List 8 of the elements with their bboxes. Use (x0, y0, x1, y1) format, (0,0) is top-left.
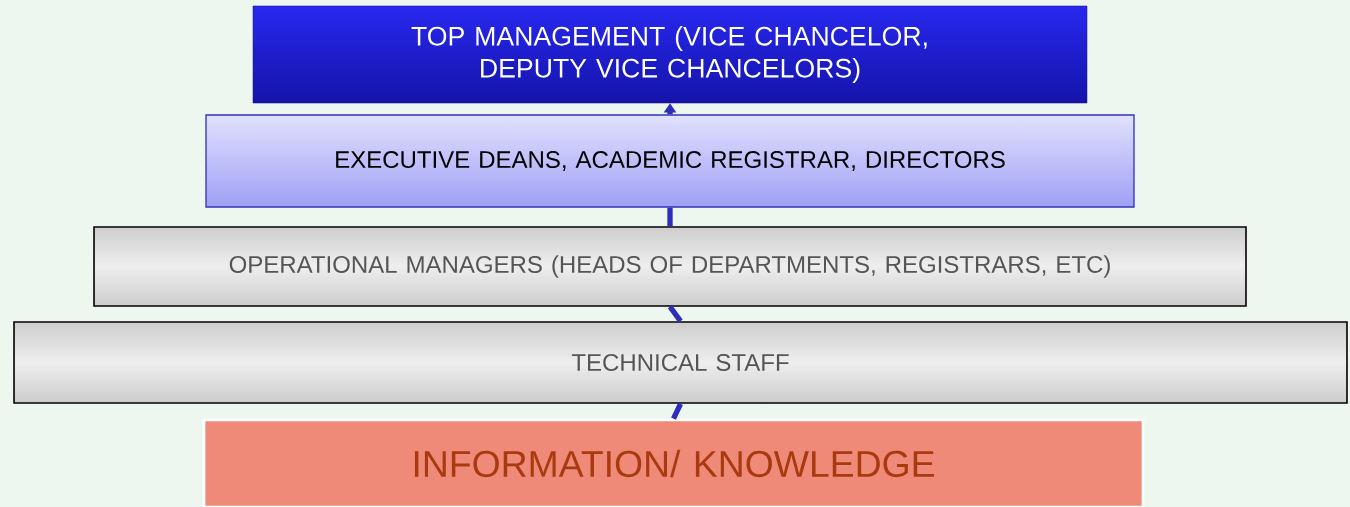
connector-line (671, 402, 683, 420)
level-box: OPERATIONAL MANAGERS (HEADS OF DEPARTMENTS, REGISTRARS, ETC) (93, 226, 1247, 307)
level-box: EXECUTIVE DEANS, ACADEMIC REGISTRAR, DIRECTORS (205, 114, 1135, 208)
level-box: TECHNICAL STAFF (13, 321, 1348, 404)
connector-line (667, 207, 673, 227)
base-box: INFORMATION/ KNOWLEDGE (202, 418, 1145, 507)
level-box: TOP MANAGEMENT (VICE CHANCELOR, DEPUTY VICE CHANCELORS) (252, 5, 1088, 104)
connector-line (667, 305, 683, 323)
